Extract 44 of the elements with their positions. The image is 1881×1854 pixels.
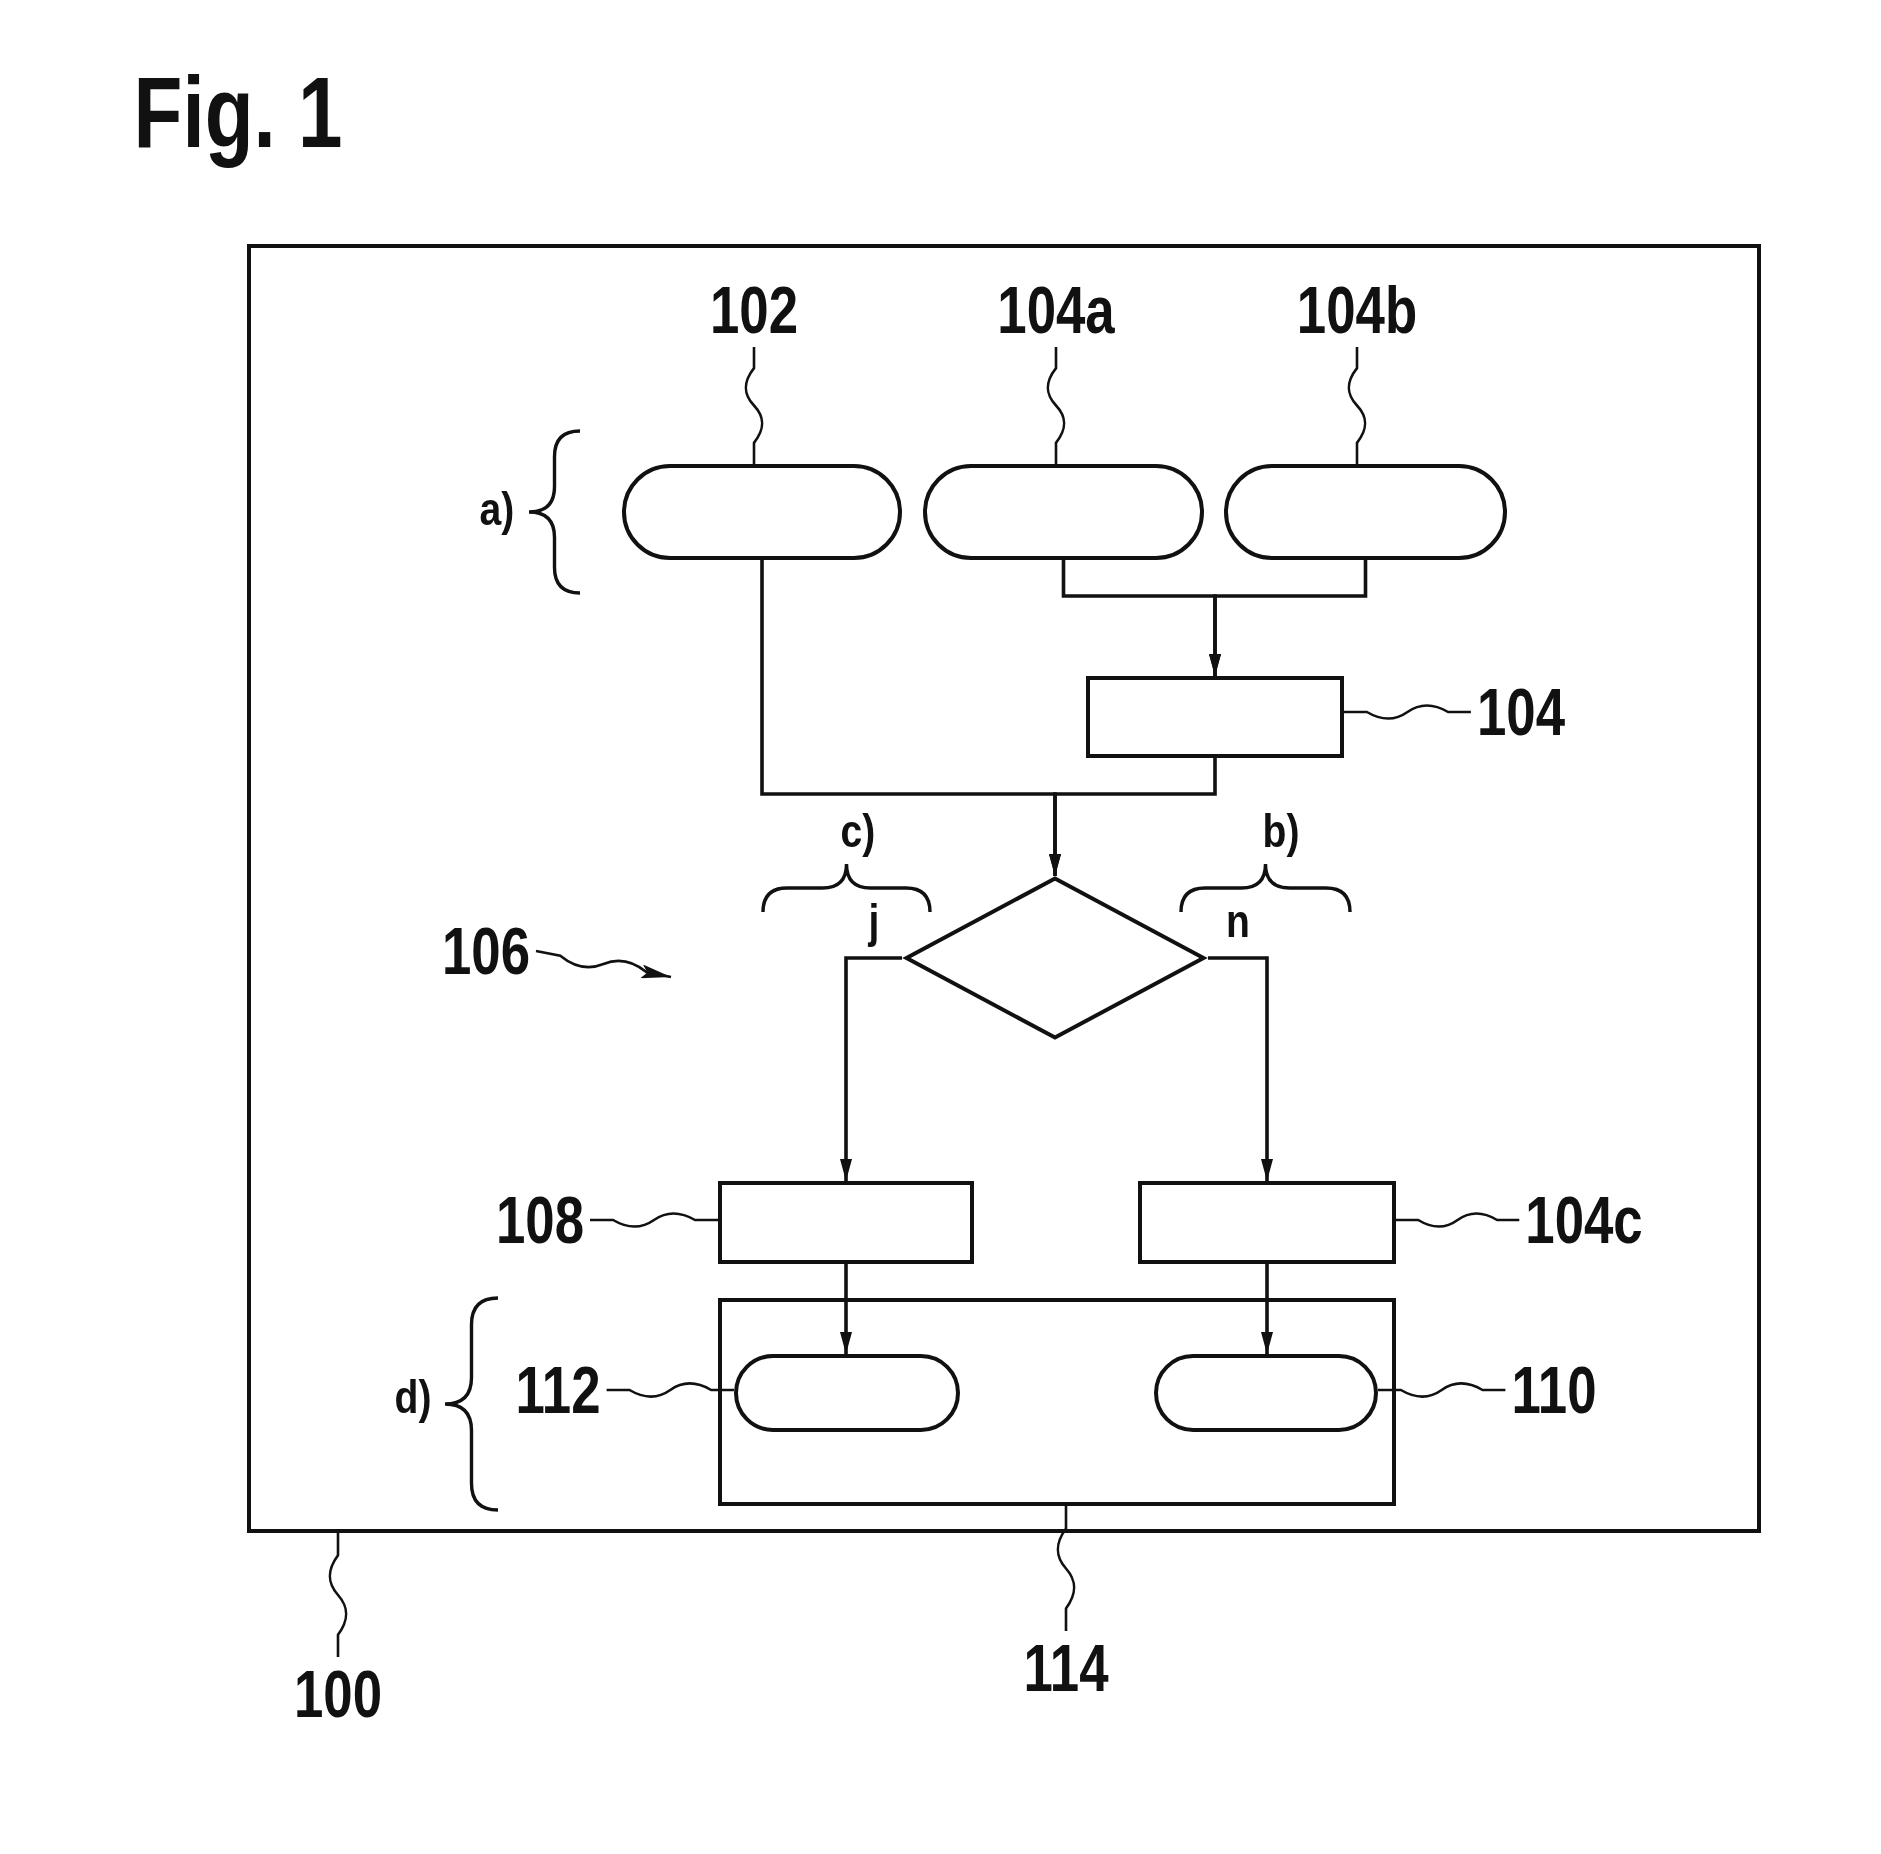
process-box xyxy=(1086,676,1344,758)
terminal-capsule xyxy=(923,464,1204,560)
leader-arrow xyxy=(535,949,672,979)
leader-line xyxy=(1396,1211,1520,1229)
leader-line xyxy=(744,347,764,464)
reference-numeral: 110 xyxy=(1511,1357,1597,1423)
bracket-label: c) xyxy=(840,804,876,860)
figure-title: Fig. 1 xyxy=(133,54,343,170)
leader-line xyxy=(1378,1382,1506,1398)
reference-numeral: 106 xyxy=(441,918,531,984)
terminal-capsule xyxy=(1224,464,1507,560)
leader-line xyxy=(1347,347,1367,464)
reference-numeral: 102 xyxy=(709,277,799,343)
reference-numeral: 114 xyxy=(1023,1635,1109,1701)
reference-numeral: 104a xyxy=(997,277,1115,343)
leader-line xyxy=(1056,1506,1076,1631)
flow-arrow xyxy=(1208,956,1273,1181)
reference-numeral: 112 xyxy=(515,1357,601,1423)
flow-arrow xyxy=(1209,560,1368,676)
decision-diamond xyxy=(902,876,1208,1040)
system-frame xyxy=(247,244,1761,1533)
bracket-label: d) xyxy=(394,1370,432,1426)
process-box xyxy=(718,1181,974,1264)
terminal-capsule xyxy=(1154,1354,1378,1432)
flow-arrow xyxy=(840,1264,852,1354)
flow-arrow xyxy=(1049,758,1217,876)
reference-numeral: 104b xyxy=(1296,277,1418,343)
leader-line xyxy=(590,1212,718,1228)
reference-numeral: 100 xyxy=(293,1661,383,1727)
leader-line xyxy=(1344,704,1471,720)
reference-numeral: 104c xyxy=(1525,1187,1643,1253)
process-box xyxy=(1138,1181,1396,1264)
reference-numeral: 108 xyxy=(495,1187,585,1253)
bracket-label: b) xyxy=(1262,804,1300,860)
terminal-capsule xyxy=(734,1354,960,1432)
leader-line xyxy=(606,1382,734,1398)
leader-line xyxy=(328,1533,348,1657)
bracket-label: a) xyxy=(479,482,515,538)
group-box xyxy=(718,1298,1396,1506)
flow-arrow xyxy=(1261,1264,1273,1354)
flow-arrow xyxy=(840,956,902,1181)
reference-numeral: 104 xyxy=(1476,679,1566,745)
leader-line xyxy=(1046,347,1066,464)
terminal-capsule xyxy=(622,464,902,560)
